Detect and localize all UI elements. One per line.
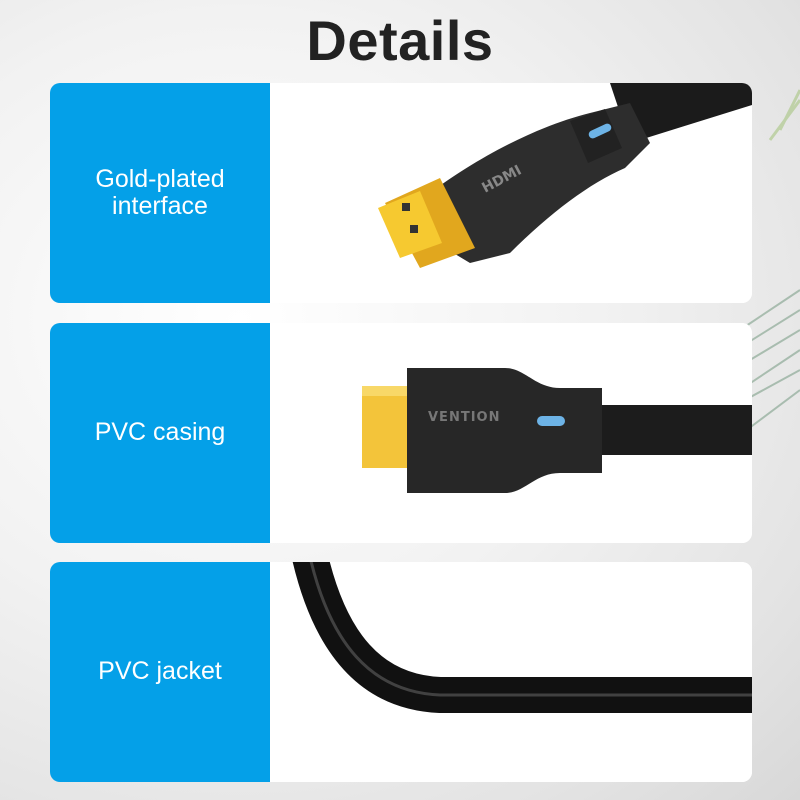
hdmi-connector-side-image: VENTION <box>270 323 752 543</box>
feature-card-pvc-casing: PVC casing VENTION <box>50 323 752 543</box>
feature-card-gold-plated: Gold-plated interface HDMI <box>50 83 752 303</box>
page-title: Details <box>306 9 494 72</box>
svg-text:VENTION: VENTION <box>428 410 500 425</box>
feature-label: PVC casing <box>50 323 270 543</box>
feature-label-text: PVC casing <box>94 418 226 447</box>
cable-bend-image <box>270 562 752 782</box>
feature-label: Gold-plated interface <box>50 83 270 303</box>
feature-label-text: Gold-plated interface <box>95 164 225 220</box>
feature-label-text: PVC jacket <box>98 657 222 686</box>
feature-label: PVC jacket <box>50 562 270 782</box>
hdmi-connector-angled-image: HDMI <box>270 83 752 303</box>
feature-card-pvc-jacket: PVC jacket <box>50 562 752 782</box>
